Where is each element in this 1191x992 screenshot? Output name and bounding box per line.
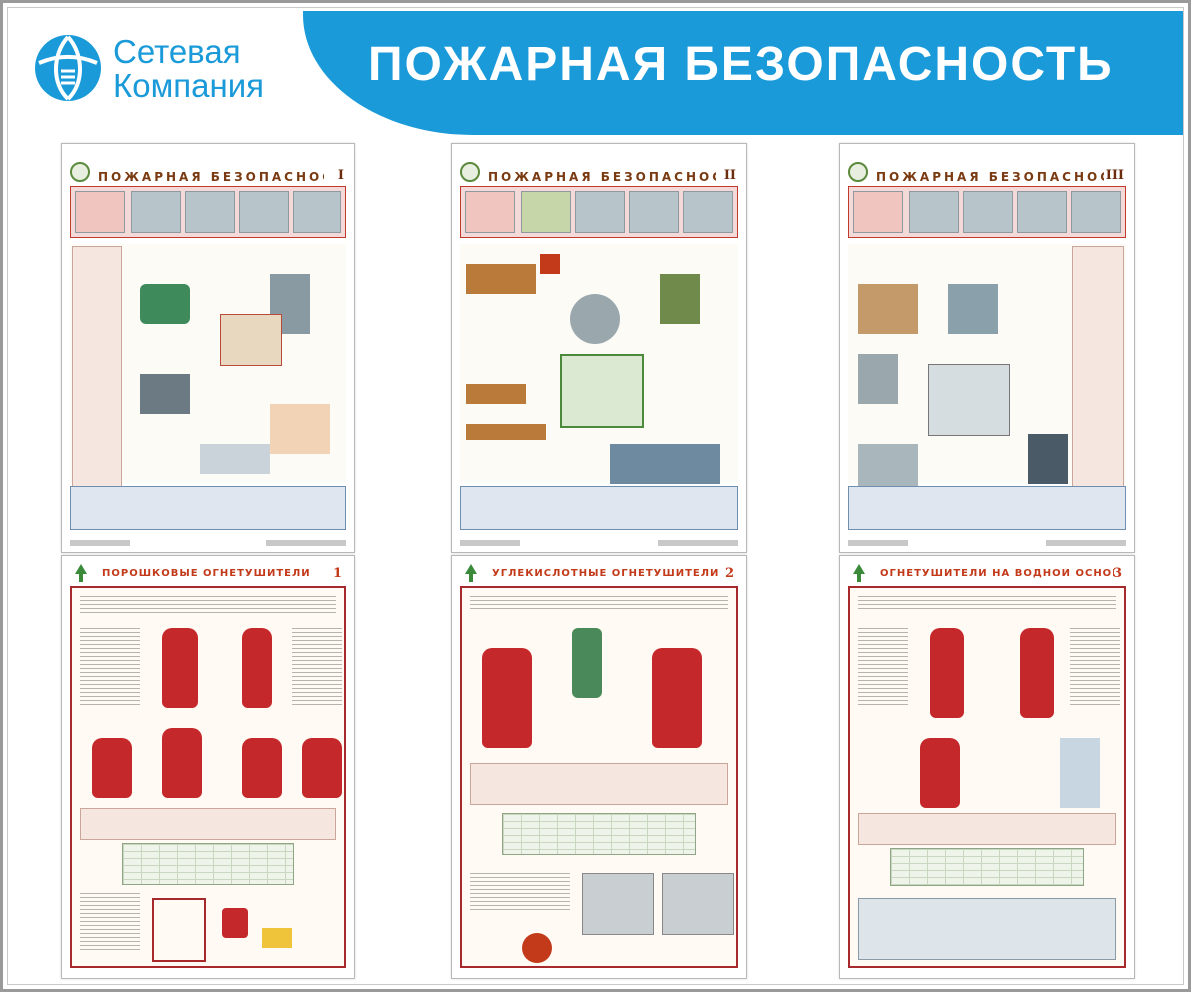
poster-causes-bar [460, 186, 738, 238]
poster-number: II [723, 168, 736, 183]
poster-number: I [337, 168, 344, 183]
poster-number: 2 [724, 566, 734, 581]
poster-number: 1 [332, 566, 342, 581]
tree-icon [75, 564, 87, 582]
tree-icon [465, 564, 477, 582]
page-title: ПОЖАРНАЯ БЕЗОПАСНОСТЬ [368, 38, 1114, 91]
poster-title: ПОЖАРНАЯ БЕЗОПАСНОСТЬ [488, 170, 716, 184]
poster-title: ПОЖАРНАЯ БЕЗОПАСНОСТЬ [876, 170, 1104, 184]
company-name: Сетевая Компания [113, 35, 264, 103]
poster-illustrations [460, 244, 738, 484]
poster-illustrations [70, 244, 346, 518]
poster-co2-extinguishers: УГЛЕКИСЛОТНЫЕ ОГНЕТУШИТЕЛИ 2 [451, 555, 747, 979]
poster-illustrations [848, 244, 1126, 518]
poster-number: III [1105, 168, 1124, 183]
company-logo: Сетевая Компания [33, 33, 323, 103]
poster-fire-safety-1: ПОЖАРНАЯ БЕЗОПАСНОСТЬ I [61, 143, 355, 553]
emblem-icon [70, 162, 90, 182]
poster-title: УГЛЕКИСЛОТНЫЕ ОГНЕТУШИТЕЛИ [492, 568, 720, 579]
emblem-icon [460, 162, 480, 182]
poster-title: ОГНЕТУШИТЕЛИ НА ВОДНОЙ ОСНОВЕ [880, 568, 1114, 579]
poster-water-extinguishers: ОГНЕТУШИТЕЛИ НА ВОДНОЙ ОСНОВЕ 3 [839, 555, 1135, 979]
company-name-line2: Компания [113, 67, 265, 104]
poster-title: ПОРОШКОВЫЕ ОГНЕТУШИТЕЛИ [102, 568, 311, 579]
poster-footer-panel [460, 486, 738, 530]
tree-icon [853, 564, 865, 582]
poster-fire-safety-3: ПОЖАРНАЯ БЕЗОПАСНОСТЬ III [839, 143, 1135, 553]
poster-causes-bar [70, 186, 346, 238]
poster-content [70, 586, 346, 968]
poster-number: 3 [1112, 566, 1122, 581]
globe-logo-icon [35, 35, 101, 101]
board-inner-frame [7, 7, 1184, 985]
header-band [303, 11, 1183, 135]
poster-fire-safety-2: ПОЖАРНАЯ БЕЗОПАСНОСТЬ II [451, 143, 747, 553]
poster-content [848, 586, 1126, 968]
poster-footer-panel [70, 486, 346, 530]
poster-footer-panel [848, 486, 1126, 530]
poster-causes-bar [848, 186, 1126, 238]
poster-title: ПОЖАРНАЯ БЕЗОПАСНОСТЬ [98, 170, 324, 184]
poster-powder-extinguishers: ПОРОШКОВЫЕ ОГНЕТУШИТЕЛИ 1 [61, 555, 355, 979]
emblem-icon [848, 162, 868, 182]
poster-content [460, 586, 738, 968]
company-name-line1: Сетевая [113, 33, 241, 70]
